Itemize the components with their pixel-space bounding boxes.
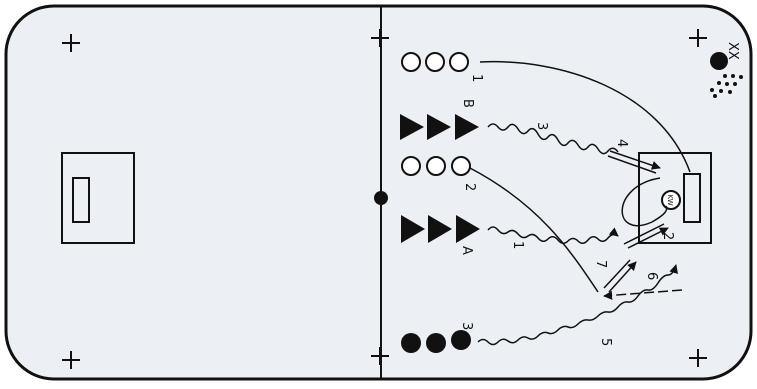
goalie-label: KW	[666, 194, 674, 205]
cross-icon	[371, 347, 389, 365]
route-7-pass	[603, 259, 637, 293]
player-open-icon	[426, 156, 446, 176]
route-2-pass	[623, 223, 669, 249]
player-triangle-icon	[456, 215, 480, 243]
coach-icon	[710, 52, 728, 70]
center-dot-icon	[374, 191, 388, 205]
goalie-icon	[661, 190, 681, 210]
left-goal	[72, 177, 90, 223]
cross-icon	[62, 34, 80, 52]
player-triangle-icon	[455, 114, 479, 140]
route-5-skate	[477, 264, 678, 346]
group-b-label: B	[460, 99, 475, 108]
route-3-skate	[487, 123, 619, 155]
player-group-a	[401, 215, 480, 243]
cross-icon	[371, 29, 389, 47]
player-triangle-icon	[400, 114, 424, 140]
puck-pile-icon	[710, 74, 743, 98]
route-group-2	[469, 167, 599, 293]
player-group-3	[401, 330, 471, 353]
player-filled-icon	[401, 333, 421, 353]
player-open-icon	[401, 52, 421, 72]
route-7-label: 7	[593, 260, 608, 268]
route-4-label: 4	[614, 139, 629, 147]
goalie: KW	[661, 190, 681, 210]
player-triangle-icon	[427, 114, 451, 140]
player-open-icon	[425, 52, 445, 72]
group-2-label: 2	[462, 183, 477, 191]
player-filled-icon	[451, 330, 471, 350]
player-group-b	[400, 114, 479, 140]
route-group-1	[479, 60, 691, 173]
route-1-skate	[487, 226, 619, 244]
route-3-label: 3	[534, 122, 549, 130]
left-goal-crease	[61, 152, 135, 244]
route-6-pass	[603, 289, 683, 300]
player-open-icon	[449, 52, 469, 72]
group-a-label: A	[459, 246, 474, 255]
cross-icon	[689, 349, 707, 367]
player-group-2	[401, 156, 471, 176]
player-open-icon	[451, 156, 471, 176]
right-goal-crease	[638, 152, 712, 244]
player-filled-icon	[426, 333, 446, 353]
route-5-label: 5	[598, 338, 613, 346]
xx-label: XX	[725, 42, 740, 60]
group-1-label: 1	[469, 74, 484, 82]
crease-loop	[621, 177, 668, 227]
right-goal	[683, 173, 701, 223]
route-6-label: 6	[644, 272, 659, 280]
player-open-icon	[401, 156, 421, 176]
route-1-label: 1	[510, 241, 525, 249]
player-group-1	[401, 52, 469, 72]
faceoff-crosses	[62, 29, 707, 369]
cross-icon	[62, 351, 80, 369]
group-3-label: 3	[459, 322, 474, 330]
cross-icon	[689, 29, 707, 47]
player-triangle-icon	[428, 215, 452, 243]
route-4-pass	[607, 150, 661, 174]
player-triangle-icon	[401, 215, 425, 243]
route-2-label: 2	[660, 232, 675, 240]
